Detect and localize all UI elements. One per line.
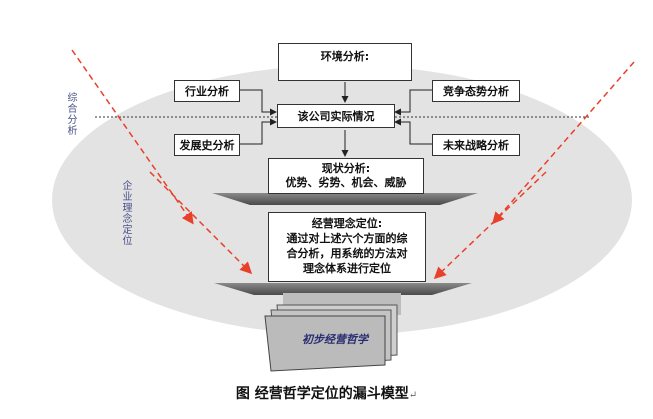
company-situation-label: 该公司实际情况 xyxy=(297,110,375,123)
status-analysis-swot: 优势、劣势、机会、威胁 xyxy=(285,175,407,189)
company-situation-box: 该公司实际情况 xyxy=(277,104,395,128)
environment-analysis-box: 环境分析: xyxy=(278,43,412,81)
industry-analysis-box: 行业分析 xyxy=(174,80,240,102)
positioning-text-3: 理念体系进行定位 xyxy=(303,261,391,275)
positioning-text-2: 合分析，用系统的方法对 xyxy=(286,246,408,260)
connector-lines xyxy=(240,82,432,157)
figure-caption: 图 经营哲学定位的漏斗模型↵ xyxy=(0,383,653,403)
output-stack xyxy=(264,293,401,372)
status-analysis-box: 现状分析: 优势、劣势、机会、威胁 xyxy=(268,158,424,194)
competition-analysis-box: 竞争态势分析 xyxy=(432,80,520,102)
comprehensive-analysis-label: 综合分析 xyxy=(65,92,76,136)
philosophy-positioning-box: 经营理念定位: 通过对上述六个方面的综 合分析，用系统的方法对 理念体系进行定位 xyxy=(268,212,426,282)
history-analysis-label: 发展史分析 xyxy=(179,139,235,152)
competition-analysis-label: 竞争态势分析 xyxy=(443,85,509,98)
caption-return-mark: ↵ xyxy=(408,390,418,401)
funnel-band-upper xyxy=(212,193,478,205)
future-strategy-box: 未来战略分析 xyxy=(432,134,520,156)
history-analysis-box: 发展史分析 xyxy=(174,134,240,156)
environment-analysis-label: 环境分析: xyxy=(320,50,370,63)
future-strategy-label: 未来战略分析 xyxy=(443,139,509,152)
status-analysis-title: 现状分析: xyxy=(321,162,371,175)
enterprise-positioning-label: 企业理念定位 xyxy=(120,180,131,246)
funnel-band-lower xyxy=(214,283,472,295)
positioning-title: 经营理念定位: xyxy=(311,217,383,230)
red-input-arrows xyxy=(71,49,635,280)
figure-caption-text: 图 经营哲学定位的漏斗模型 xyxy=(235,386,409,402)
positioning-text-1: 通过对上述六个方面的综 xyxy=(286,231,408,245)
initial-philosophy-label: 初步经营哲学 xyxy=(302,333,368,346)
industry-analysis-label: 行业分析 xyxy=(185,85,229,98)
